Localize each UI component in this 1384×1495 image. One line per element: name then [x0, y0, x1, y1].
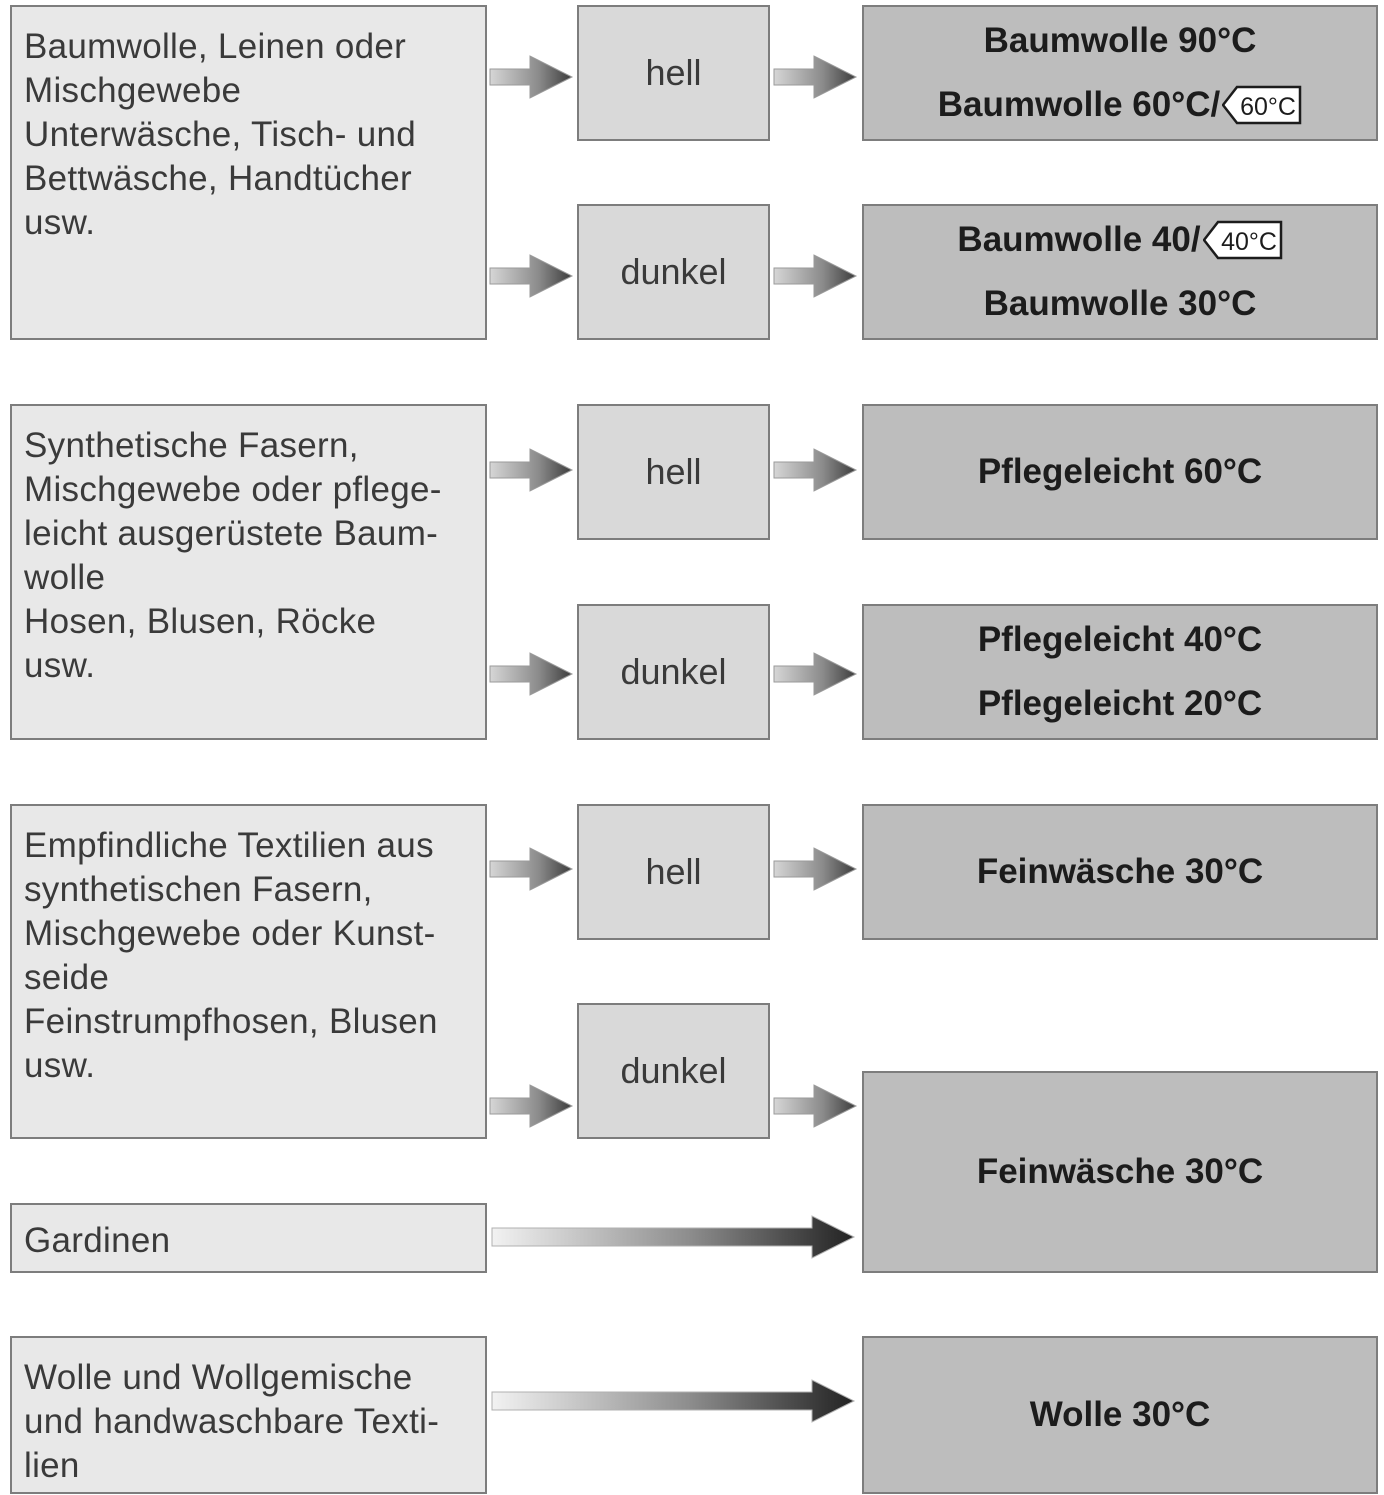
- program-label: Baumwolle 90°C: [983, 21, 1257, 60]
- program-box-wool: Wolle 30°C: [862, 1336, 1378, 1494]
- fabric-box-cotton: Baumwolle, Leinen oder Mischgewebe Unter…: [10, 5, 487, 340]
- program-label: Wolle 30°C: [1029, 1395, 1211, 1434]
- program-label: Pflegeleicht 20°C: [977, 684, 1263, 723]
- long-arrow-icon: [491, 1215, 856, 1259]
- fabric-line: Wolle und Wollgemische: [24, 1358, 413, 1397]
- program-box-synthetics-light: Pflegeleicht 60°C: [862, 404, 1378, 540]
- program-label: Baumwolle 40/ 40°C: [957, 220, 1282, 260]
- fabric-line: leicht ausgerüstete Baum-: [24, 514, 439, 553]
- arrow-icon: [489, 448, 574, 492]
- arrow-icon: [773, 1084, 858, 1128]
- fabric-line: Mischgewebe: [24, 71, 242, 110]
- arrow-icon: [773, 254, 858, 298]
- fabric-box-wool: Wolle und Wollgemische und handwaschbare…: [10, 1336, 487, 1494]
- temperature-badge-icon: 40°C: [1202, 220, 1282, 260]
- program-box-delicates-shared: Feinwäsche 30°C: [862, 1071, 1378, 1273]
- fabric-line: Synthetische Fasern,: [24, 426, 359, 465]
- fabric-line: Bettwäsche, Handtücher: [24, 159, 412, 198]
- temperature-badge-label: 60°C: [1240, 93, 1296, 121]
- arrow-icon: [773, 847, 858, 891]
- shade-box-light: hell: [577, 5, 770, 141]
- fabric-line: Mischgewebe oder Kunst-: [24, 914, 436, 953]
- arrow-icon: [773, 448, 858, 492]
- arrow-icon: [489, 1084, 574, 1128]
- shade-box-dark: dunkel: [577, 1003, 770, 1139]
- fabric-line: lien: [24, 1446, 80, 1485]
- fabric-line: seide: [24, 958, 110, 997]
- fabric-line: Hosen, Blusen, Röcke: [24, 602, 377, 641]
- fabric-line: Unterwäsche, Tisch- und: [24, 115, 417, 154]
- fabric-box-synthetics: Synthetische Fasern, Mischgewebe oder pf…: [10, 404, 487, 740]
- program-box-delicates-light: Feinwäsche 30°C: [862, 804, 1378, 940]
- arrow-icon: [489, 254, 574, 298]
- fabric-line: Empfindliche Textilien aus: [24, 826, 434, 865]
- program-box-cotton-light: Baumwolle 90°C Baumwolle 60°C/ 60°C: [862, 5, 1378, 141]
- program-label: Pflegeleicht 60°C: [977, 452, 1263, 491]
- fabric-line: usw.: [24, 1046, 96, 1085]
- shade-box-dark: dunkel: [577, 204, 770, 340]
- fabric-line: usw.: [24, 646, 96, 685]
- fabric-box-delicates: Empfindliche Textilien aus synthetischen…: [10, 804, 487, 1139]
- arrow-icon: [773, 55, 858, 99]
- program-label: Pflegeleicht 40°C: [977, 620, 1263, 659]
- arrow-icon: [489, 847, 574, 891]
- shade-box-dark: dunkel: [577, 604, 770, 740]
- arrow-icon: [489, 652, 574, 696]
- program-label: Baumwolle 30°C: [983, 284, 1257, 323]
- long-arrow-icon: [491, 1379, 856, 1423]
- shade-box-light: hell: [577, 404, 770, 540]
- temperature-badge-label: 40°C: [1221, 228, 1277, 256]
- program-box-synthetics-dark: Pflegeleicht 40°C Pflegeleicht 20°C: [862, 604, 1378, 740]
- program-label: Feinwäsche 30°C: [976, 852, 1264, 891]
- program-label: Feinwäsche 30°C: [976, 1152, 1264, 1191]
- fabric-line: Feinstrumpfhosen, Blusen: [24, 1002, 438, 1041]
- fabric-line: und handwaschbare Texti-: [24, 1402, 440, 1441]
- fabric-box-curtains: Gardinen: [10, 1203, 487, 1273]
- fabric-line: Mischgewebe oder pflege-: [24, 470, 442, 509]
- arrow-icon: [489, 55, 574, 99]
- fabric-line: synthetischen Fasern,: [24, 870, 373, 909]
- fabric-line: Baumwolle, Leinen oder: [24, 27, 407, 66]
- program-box-cotton-dark: Baumwolle 40/ 40°C Baumwolle 30°C: [862, 204, 1378, 340]
- temperature-badge-icon: 60°C: [1222, 85, 1302, 125]
- shade-box-light: hell: [577, 804, 770, 940]
- fabric-line: Gardinen: [24, 1221, 171, 1260]
- program-label: Baumwolle 60°C/ 60°C: [938, 85, 1302, 125]
- fabric-line: usw.: [24, 203, 96, 242]
- arrow-icon: [773, 652, 858, 696]
- fabric-line: wolle: [24, 558, 106, 597]
